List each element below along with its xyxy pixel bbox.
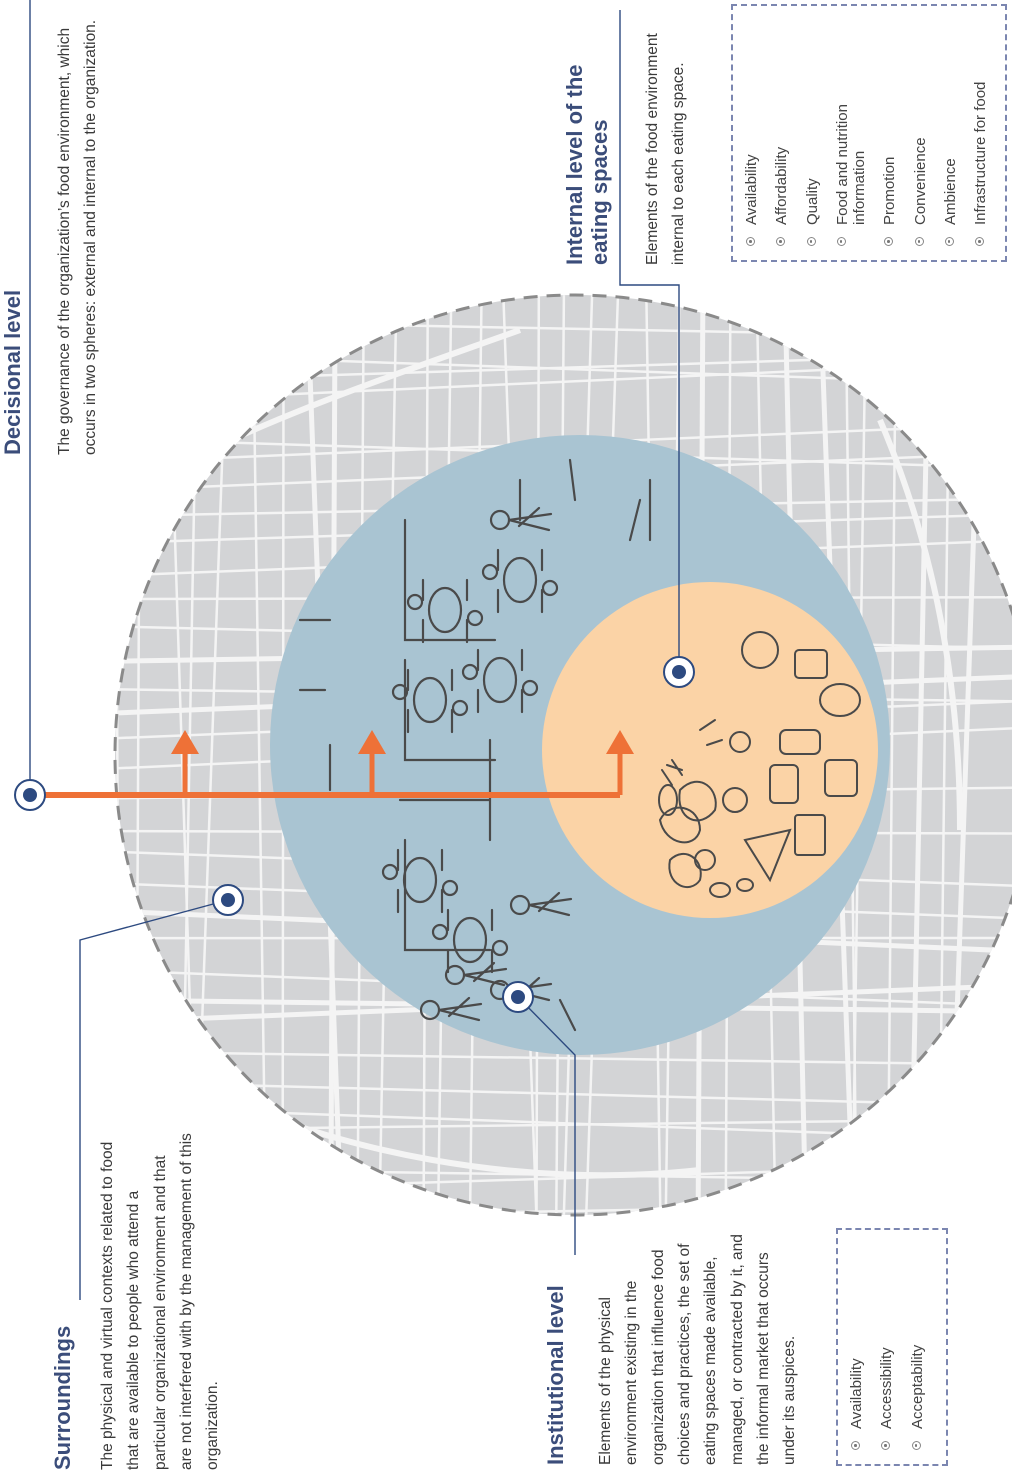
target-bullet-icon: [806, 237, 816, 246]
item-label: Ambience: [941, 158, 959, 225]
item-label: Availability: [743, 154, 760, 225]
target-bullet-icon: [975, 237, 984, 246]
table-sketch: [412, 676, 448, 724]
list-item: Food and nutrition information: [834, 20, 869, 246]
list-item: Quality: [804, 20, 821, 246]
internal-title: Internal level of the eating spaces: [562, 64, 613, 266]
table-sketch: [427, 586, 463, 634]
food-item-sketch: [658, 806, 702, 844]
target-marker-icon: [502, 981, 534, 1013]
institutional-items-list: Availability Accessibility Acceptability: [848, 1244, 926, 1450]
food-item-sketch: [678, 780, 717, 822]
food-item-sketch: [824, 759, 858, 797]
decision-arrows: [40, 730, 634, 798]
food-item-sketch: [668, 853, 702, 889]
food-item-sketch: [769, 764, 799, 804]
list-item: Availability: [848, 1244, 865, 1450]
item-label: Food and nutrition information: [833, 104, 868, 225]
item-label: Quality: [803, 178, 821, 225]
food-item-sketch: [699, 719, 723, 746]
institutional-items-box: Availability Accessibility Acceptability: [836, 1228, 948, 1466]
leader-internal: [619, 10, 680, 672]
target-marker-icon: [663, 656, 695, 688]
item-label: Convenience: [911, 137, 929, 225]
target-marker-icon: [14, 779, 46, 811]
internal-items-list: Availability Affordability Quality Food …: [743, 20, 989, 246]
food-item-sketch: [779, 729, 821, 755]
food-item-sketch: [722, 787, 748, 813]
list-item: Infrastructure for food: [972, 20, 989, 246]
food-item-sketch: [709, 882, 731, 898]
list-item: Promotion: [881, 20, 898, 246]
target-bullet-icon: [884, 237, 894, 246]
list-item: Acceptability: [909, 1244, 926, 1450]
target-bullet-icon: [836, 237, 846, 246]
list-item: Ambience: [942, 20, 959, 246]
institutional-title: Institutional level: [543, 1285, 568, 1465]
table-sketch: [482, 656, 518, 704]
food-item-sketch: [694, 849, 716, 871]
internal-description: Elements of the food environment interna…: [644, 33, 688, 265]
internal-items-box: Availability Affordability Quality Food …: [731, 4, 1007, 262]
item-label: Affordability: [773, 146, 791, 225]
arrow-up-icon: [171, 730, 199, 754]
target-bullet-icon: [746, 237, 755, 246]
table-sketch: [502, 556, 538, 604]
item-label: Infrastructure for food: [972, 81, 989, 225]
food-items-sketch: [658, 631, 861, 898]
leader-institutional: [517, 996, 576, 1255]
list-item: Convenience: [912, 20, 929, 246]
item-label: Availability: [848, 1358, 865, 1429]
item-label: Accessibility: [878, 1347, 896, 1429]
item-label: Acceptability: [908, 1344, 926, 1429]
list-item: Affordability: [773, 20, 790, 246]
food-item-sketch: [794, 649, 828, 679]
arrow-up-icon: [358, 730, 386, 754]
institutional-description: Elements of the physical environment exi…: [597, 1234, 799, 1465]
target-bullet-icon: [914, 237, 924, 246]
food-item-sketch: [658, 784, 678, 816]
list-item: Accessibility: [878, 1244, 895, 1450]
food-item-sketch: [794, 814, 826, 856]
arrow-up-icon: [606, 730, 634, 754]
table-sketch: [452, 916, 488, 964]
food-item-sketch: [736, 878, 754, 892]
target-marker-icon: [212, 884, 244, 916]
food-item-sketch: [819, 683, 861, 717]
food-item-sketch: [661, 759, 683, 786]
food-item-sketch: [743, 828, 792, 883]
target-bullet-icon: [944, 237, 954, 246]
leader-surroundings: [79, 899, 229, 1300]
target-bullet-icon: [881, 1441, 891, 1450]
target-bullet-icon: [851, 1441, 860, 1450]
decisional-description: The governance of the organization’s foo…: [56, 19, 100, 455]
food-item-sketch: [729, 731, 751, 753]
target-bullet-icon: [911, 1441, 921, 1450]
item-label: Promotion: [881, 156, 899, 225]
surroundings-description: The physical and virtual contexts relate…: [99, 1133, 222, 1470]
surroundings-title: Surroundings: [50, 1325, 75, 1470]
decisional-title: Decisional level: [0, 289, 25, 455]
target-bullet-icon: [776, 237, 786, 246]
leader-lines: [29, 0, 680, 1300]
list-item: Availability: [743, 20, 760, 246]
food-item-sketch: [741, 631, 779, 669]
